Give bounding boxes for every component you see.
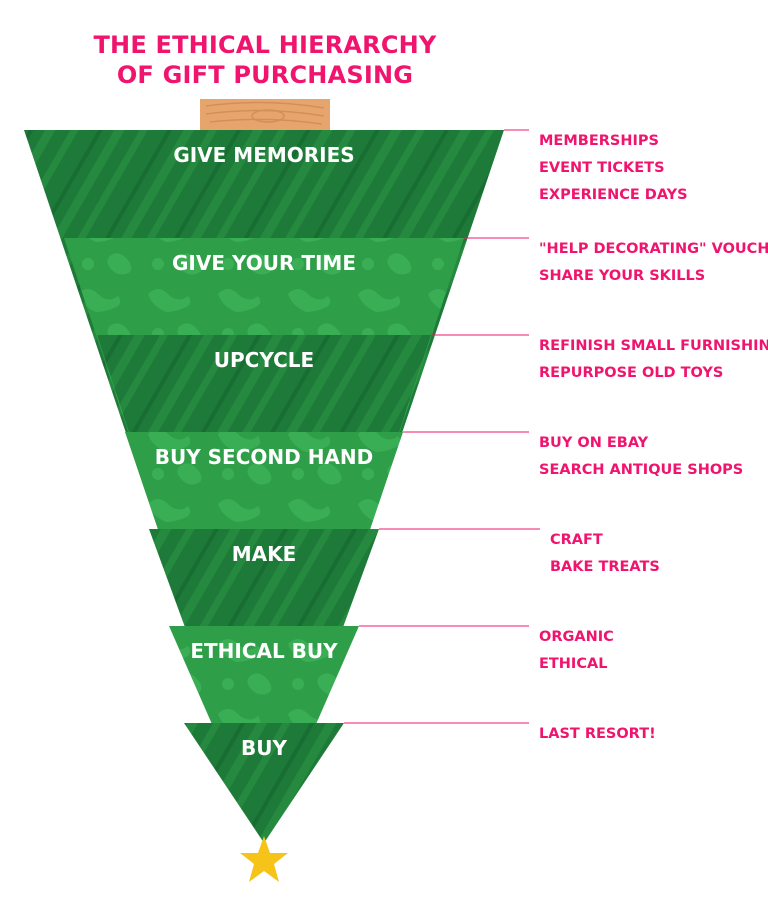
tier-6-examples: ORGANIC ETHICAL [539, 629, 614, 672]
tier-label: BUY SECOND HAND [155, 445, 374, 469]
tier-triangle [184, 723, 344, 843]
example-item: MEMBERSHIPS [539, 133, 659, 149]
tree-trunk [200, 99, 330, 133]
tier-7-examples: LAST RESORT! [539, 726, 656, 742]
example-item: CRAFT [550, 532, 603, 548]
tier-5-examples: CRAFT BAKE TREATS [550, 532, 660, 575]
tier-label: GIVE MEMORIES [173, 143, 354, 167]
tier-label: MAKE [232, 542, 297, 566]
example-item: BAKE TREATS [550, 559, 660, 575]
tier-3-examples: REFINISH SMALL FURNISHINGS REPURPOSE OLD … [539, 338, 768, 381]
diagram-title: THE ETHICAL HIERARCHY OF GIFT PURCHASING [60, 30, 470, 90]
title-line-2: OF GIFT PURCHASING [116, 61, 414, 89]
tier-label: ETHICAL BUY [190, 639, 338, 663]
example-item: REPURPOSE OLD TOYS [539, 365, 723, 381]
example-item: REFINISH SMALL FURNISHINGS [539, 338, 768, 354]
example-item: ORGANIC [539, 629, 614, 645]
example-item: SEARCH ANTIQUE SHOPS [539, 462, 743, 478]
example-item: EXPERIENCE DAYS [539, 187, 688, 203]
title-line-1: THE ETHICAL HIERARCHY [93, 31, 437, 59]
example-item: "HELP DECORATING" VOUCHERS [539, 241, 768, 257]
example-item: ETHICAL [539, 656, 607, 672]
tier-1-examples: MEMBERSHIPS EVENT TICKETS EXPERIENCE DAYS [539, 133, 688, 203]
tier-label: GIVE YOUR TIME [172, 251, 356, 275]
tier-label: BUY [241, 736, 287, 760]
example-item: EVENT TICKETS [539, 160, 665, 176]
tier-2-examples: "HELP DECORATING" VOUCHERS SHARE YOUR SKI… [539, 241, 768, 284]
tier-label: UPCYCLE [214, 348, 314, 372]
star-icon [240, 836, 288, 882]
tier-7: BUY [184, 723, 344, 843]
tier-4-examples: BUY ON EBAY SEARCH ANTIQUE SHOPS [539, 435, 743, 478]
example-item: LAST RESORT! [539, 726, 656, 742]
example-item: SHARE YOUR SKILLS [539, 268, 705, 284]
example-item: BUY ON EBAY [539, 435, 649, 451]
